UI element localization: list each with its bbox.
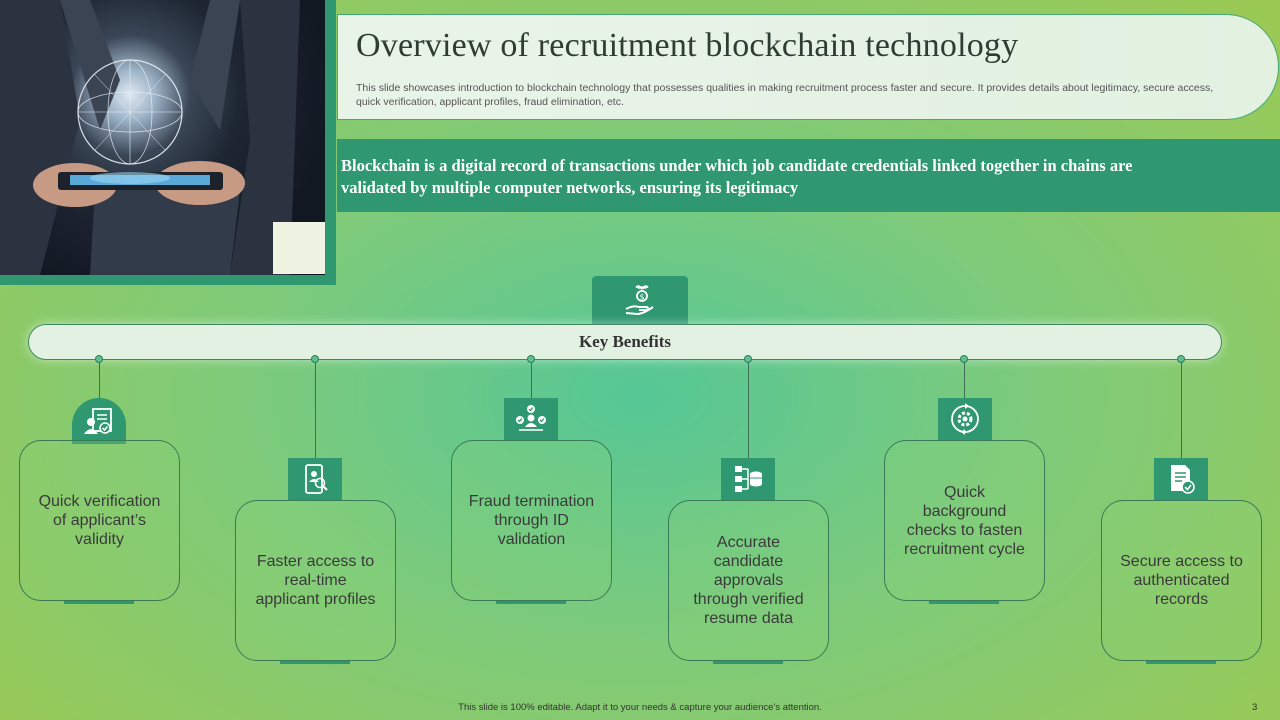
connector-dot (960, 355, 968, 363)
connector-dot (527, 355, 535, 363)
banner-text: Blockchain is a digital record of transa… (341, 156, 1133, 197)
benefit-text: Quick verification of applicant’s validi… (38, 493, 161, 548)
hero-photo-frame (0, 0, 336, 285)
card-underline (496, 601, 566, 604)
title-panel: Overview of recruitment blockchain techn… (337, 14, 1279, 120)
key-benefits-label: Key Benefits (578, 332, 672, 351)
decorative-square (273, 222, 325, 274)
svg-text:$: $ (639, 293, 644, 302)
page-number: 3 (1252, 702, 1258, 713)
connector-line (99, 359, 100, 399)
connector-dot (311, 355, 319, 363)
card-underline (929, 601, 999, 604)
card-underline (1146, 661, 1216, 664)
data-hierarchy-icon (721, 458, 775, 500)
connector-line (964, 359, 965, 399)
connector-dot (1177, 355, 1185, 363)
benefit-text: Secure access to authenticated records (1120, 553, 1243, 608)
slide-description: This slide showcases introduction to blo… (356, 82, 1214, 108)
money-plant-hand-icon: $ (592, 276, 688, 324)
connector-line (531, 359, 532, 399)
benefit-text: Accurate candidate approvals through ver… (693, 534, 804, 627)
benefit-card: Quick verification of applicant’s validi… (19, 440, 180, 601)
benefit-card: Accurate candidate approvals through ver… (668, 500, 829, 661)
businessman-globe-photo (0, 0, 325, 275)
benefit-text: Faster access to real-time applicant pro… (255, 553, 376, 608)
connector-dot (95, 355, 103, 363)
connector-dot (744, 355, 752, 363)
card-underline (64, 601, 134, 604)
connector-line (315, 359, 316, 458)
user-network-check-icon (504, 398, 558, 440)
mobile-profile-search-icon (288, 458, 342, 500)
benefit-card: Faster access to real-time applicant pro… (235, 500, 396, 661)
document-check-icon (1154, 458, 1208, 500)
connector-line (1181, 359, 1182, 458)
benefit-text: Fraud termination through ID validation (468, 493, 595, 548)
connector-line (748, 359, 749, 458)
gear-cycle-icon (938, 398, 992, 440)
benefit-card: Quick background checks to fasten recrui… (884, 440, 1045, 601)
certificate-user-icon (72, 398, 126, 444)
page-title: Overview of recruitment blockchain techn… (356, 27, 1019, 64)
card-underline (713, 661, 783, 664)
key-benefits-bar: Key Benefits (28, 324, 1222, 360)
footer-note: This slide is 100% editable. Adapt it to… (458, 702, 822, 713)
benefit-text: Quick background checks to fasten recrui… (904, 483, 1025, 558)
card-underline (280, 661, 350, 664)
benefit-card: Secure access to authenticated records (1101, 500, 1262, 661)
benefit-card: Fraud termination through ID validation (451, 440, 612, 601)
definition-banner: Blockchain is a digital record of transa… (337, 139, 1280, 212)
